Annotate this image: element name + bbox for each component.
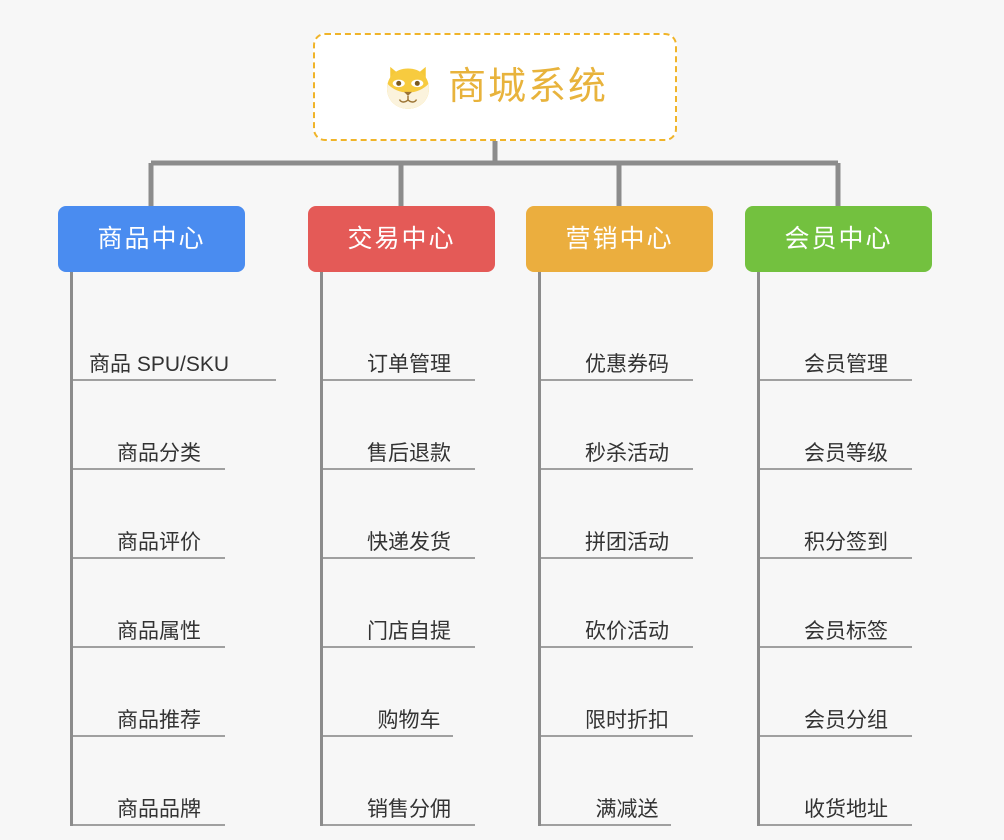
leaf-item-rule [323, 468, 475, 470]
category-column: 交易中心订单管理售后退款快递发货门店自提购物车销售分佣 [308, 206, 495, 826]
category-column: 会员中心会员管理会员等级积分签到会员标签会员分组收货地址 [745, 206, 932, 826]
leaf-item-rule [323, 379, 475, 381]
leaf-item-rule [323, 557, 475, 559]
leaf-item[interactable]: 商品品牌 [73, 737, 245, 826]
leaf-item[interactable]: 快递发货 [323, 470, 495, 559]
leaf-item-rule [73, 646, 225, 648]
leaf-item[interactable]: 商品分类 [73, 381, 245, 470]
category-header[interactable]: 营销中心 [526, 206, 713, 272]
leaf-list: 订单管理售后退款快递发货门店自提购物车销售分佣 [320, 272, 495, 826]
leaf-item-rule [541, 735, 693, 737]
leaf-item-rule [760, 646, 912, 648]
category-column: 营销中心优惠券码秒杀活动拼团活动砍价活动限时折扣满减送 [526, 206, 713, 826]
category-header[interactable]: 商品中心 [58, 206, 245, 272]
category-header[interactable]: 会员中心 [745, 206, 932, 272]
leaf-item-rule [323, 735, 453, 737]
leaf-item-rule [541, 379, 693, 381]
leaf-item-label: 会员分组 [804, 709, 888, 732]
category-header-label: 会员中心 [784, 224, 893, 253]
leaf-item-label: 订单管理 [367, 353, 451, 376]
leaf-item[interactable]: 售后退款 [323, 381, 495, 470]
leaf-item-label: 会员标签 [804, 620, 888, 643]
leaf-item-rule [73, 824, 225, 826]
leaf-item[interactable]: 订单管理 [323, 292, 495, 381]
leaf-item-label: 商品属性 [117, 620, 201, 643]
leaf-item-label: 优惠券码 [585, 353, 669, 376]
leaf-item-label: 砍价活动 [585, 620, 669, 643]
leaf-item[interactable]: 优惠券码 [541, 292, 713, 381]
leaf-item-rule [760, 379, 912, 381]
leaf-item-label: 拼团活动 [585, 531, 669, 554]
leaf-item-label: 快递发货 [367, 531, 451, 554]
leaf-item[interactable]: 会员等级 [760, 381, 932, 470]
leaf-list: 会员管理会员等级积分签到会员标签会员分组收货地址 [757, 272, 932, 826]
leaf-item[interactable]: 积分签到 [760, 470, 932, 559]
shiba-dog-icon [387, 66, 429, 109]
leaf-item-rule [760, 468, 912, 470]
leaf-item-rule [541, 557, 693, 559]
leaf-item-label: 售后退款 [367, 442, 451, 465]
leaf-list: 商品 SPU/SKU 商品分类商品评价商品属性商品推荐商品品牌 [70, 272, 276, 826]
leaf-item-rule [760, 557, 912, 559]
leaf-item-rule [73, 379, 276, 381]
leaf-item[interactable]: 拼团活动 [541, 470, 713, 559]
leaf-item-label: 商品分类 [117, 442, 201, 465]
category-header[interactable]: 交易中心 [308, 206, 495, 272]
leaf-item-label: 商品品牌 [117, 798, 201, 821]
category-header-label: 营销中心 [565, 224, 674, 253]
root-title: 商城系统 [447, 66, 608, 108]
leaf-item[interactable]: 收货地址 [760, 737, 932, 826]
leaf-item[interactable]: 商品推荐 [73, 648, 245, 737]
category-column: 商品中心商品 SPU/SKU 商品分类商品评价商品属性商品推荐商品品牌 [58, 206, 276, 826]
leaf-item-label: 购物车 [377, 709, 441, 732]
leaf-item-label: 会员管理 [804, 353, 888, 376]
leaf-item-rule [541, 646, 693, 648]
leaf-item[interactable]: 购物车 [323, 648, 495, 737]
leaf-item[interactable]: 会员标签 [760, 559, 932, 648]
leaf-item-label: 商品评价 [117, 531, 201, 554]
leaf-item-rule [73, 557, 225, 559]
leaf-item-rule [541, 824, 671, 826]
root-node[interactable]: 商城系统 [313, 33, 677, 141]
category-header-label: 商品中心 [97, 224, 206, 253]
leaf-item[interactable]: 满减送 [541, 737, 713, 826]
leaf-item-rule [760, 735, 912, 737]
leaf-item-label: 积分签到 [804, 531, 888, 554]
leaf-item-rule [73, 735, 225, 737]
leaf-item-label: 满减送 [595, 798, 659, 821]
leaf-item-label: 会员等级 [804, 442, 888, 465]
leaf-item[interactable]: 销售分佣 [323, 737, 495, 826]
leaf-item-label: 收货地址 [804, 798, 888, 821]
leaf-item-label: 销售分佣 [367, 798, 451, 821]
leaf-item[interactable]: 秒杀活动 [541, 381, 713, 470]
leaf-item-label: 商品 SPU/SKU [88, 353, 230, 376]
leaf-item[interactable]: 限时折扣 [541, 648, 713, 737]
leaf-item[interactable]: 商品 SPU/SKU [73, 292, 276, 381]
leaf-item[interactable]: 商品属性 [73, 559, 245, 648]
leaf-item[interactable]: 门店自提 [323, 559, 495, 648]
leaf-item[interactable]: 会员分组 [760, 648, 932, 737]
leaf-item-rule [73, 468, 225, 470]
leaf-item-rule [323, 646, 475, 648]
leaf-item-rule [323, 824, 475, 826]
leaf-item-label: 商品推荐 [117, 709, 201, 732]
leaf-item-label: 秒杀活动 [585, 442, 669, 465]
leaf-item[interactable]: 砍价活动 [541, 559, 713, 648]
leaf-item[interactable]: 会员管理 [760, 292, 932, 381]
leaf-item-label: 限时折扣 [585, 709, 669, 732]
category-header-label: 交易中心 [347, 224, 456, 253]
leaf-item-label: 门店自提 [367, 620, 451, 643]
leaf-item[interactable]: 商品评价 [73, 470, 245, 559]
leaf-item-rule [541, 468, 693, 470]
leaf-item-rule [760, 824, 912, 826]
leaf-list: 优惠券码秒杀活动拼团活动砍价活动限时折扣满减送 [538, 272, 713, 826]
